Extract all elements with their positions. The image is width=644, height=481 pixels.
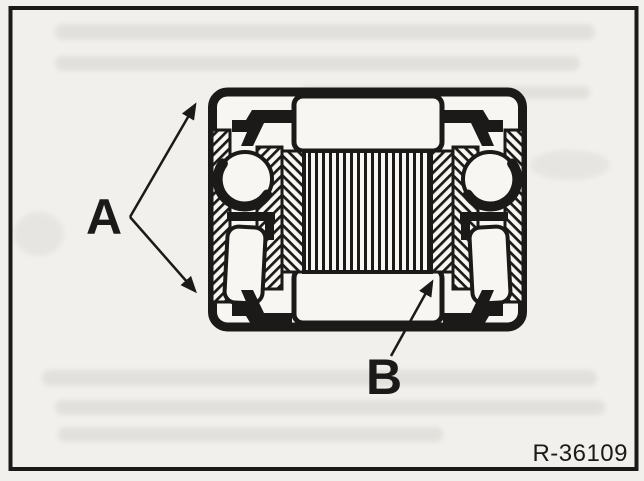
bearing-assembly-left <box>210 110 292 326</box>
bleedthrough-smudge <box>55 56 580 71</box>
bearing-cage-bar <box>227 212 275 221</box>
bleedthrough-smudge <box>55 400 605 415</box>
bleedthrough-smudge <box>42 370 597 386</box>
bearing-ball-race-shadow <box>212 158 273 212</box>
callout-label-a: A <box>86 189 123 245</box>
splined-stub <box>302 149 433 274</box>
figure-reference-number: R-36109 <box>532 440 628 467</box>
figure-frame <box>8 6 639 471</box>
bearing-roller <box>222 224 268 306</box>
inner-race-left <box>280 149 306 274</box>
callout-label-b: B <box>366 349 403 405</box>
callout-a-arrow-upper <box>128 102 197 218</box>
grease-seal <box>232 110 292 146</box>
bleedthrough-smudge <box>58 427 443 442</box>
bleedthrough-smudge <box>530 150 610 180</box>
bleedthrough-smudge <box>14 212 64 256</box>
inner-race-right <box>429 149 455 274</box>
bearing-cage-stub <box>265 212 274 240</box>
bleedthrough-smudge <box>55 24 595 40</box>
hub-window-top <box>291 93 445 154</box>
callout-a-arrow-lower <box>129 216 197 294</box>
callout-b-arrow <box>389 279 434 357</box>
hub-window-bottom <box>291 266 445 326</box>
